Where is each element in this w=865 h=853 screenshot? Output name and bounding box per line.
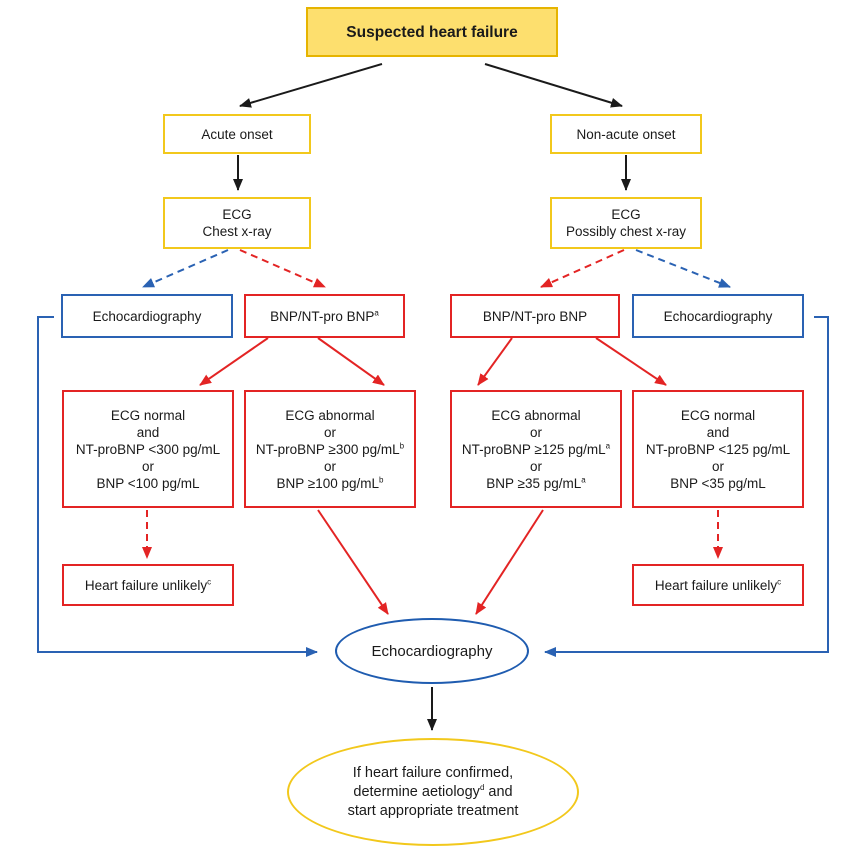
nonacute-normal-line-4: or <box>711 458 724 474</box>
nonacute-normal-line-1: ECG normal <box>680 407 756 423</box>
node-acute-normal: ECG normal and NT-proBNP <300 pg/mL or B… <box>62 390 234 508</box>
footnote-a: a <box>605 441 611 450</box>
final-line-3: start appropriate treatment <box>347 802 519 819</box>
arrow-acute-bnp-to-normal <box>199 337 269 386</box>
footnote-a: a <box>581 475 586 484</box>
nonacute-abnormal-line-4: or <box>529 458 542 474</box>
footnote-a: a <box>374 308 379 317</box>
final-line-2-text: determine aetiology <box>353 783 480 800</box>
acute-abnormal-line-1: ECG abnormal <box>285 407 375 423</box>
nonacute-abnormal-line-3: NT-proBNP ≥125 pg/mLa <box>462 441 610 458</box>
node-nonacute-ecg: ECG Possibly chest x-ray <box>550 197 702 249</box>
node-acute-bnp-line: BNP/NT-pro BNPa <box>270 308 379 325</box>
node-nonacute-onset-label: Non-acute onset <box>576 126 676 142</box>
acute-abnormal-line-3-text: NT-proBNP ≥300 pg/mL <box>255 441 400 457</box>
acute-normal-line-1: ECG normal <box>110 407 186 423</box>
acute-normal-line-3: NT-proBNP <300 pg/mL <box>75 441 221 457</box>
nonacute-abnormal-line-2: or <box>529 424 542 440</box>
node-nonacute-echocardiography: Echocardiography <box>632 294 804 338</box>
node-acute-echo-label: Echocardiography <box>92 308 202 324</box>
final-line-2: determine aetiologyd and <box>353 783 512 802</box>
arrow-start-to-acute <box>239 63 383 108</box>
node-nonacute-normal: ECG normal and NT-proBNP <125 pg/mL or B… <box>632 390 804 508</box>
node-acute-onset-label: Acute onset <box>201 126 273 142</box>
node-acute-bnp-label: BNP/NT-pro BNP <box>270 308 375 324</box>
node-acute-echocardiography: Echocardiography <box>61 294 233 338</box>
node-nonacute-onset: Non-acute onset <box>550 114 702 154</box>
node-nonacute-bnp: BNP/NT-pro BNP <box>450 294 620 338</box>
node-acute-onset: Acute onset <box>163 114 311 154</box>
node-nonacute-ecg-line-1: ECG <box>611 207 641 222</box>
arrow-acute-abnormal-to-echo <box>317 509 389 615</box>
arrow-acute-echo-to-central <box>37 316 318 657</box>
node-start-label: Suspected heart failure <box>346 23 518 41</box>
node-acute-ecg-line-1: ECG <box>222 207 252 222</box>
footnote-b: b <box>399 441 405 450</box>
footnote-b: b <box>379 475 384 484</box>
nonacute-normal-line-5: BNP <35 pg/mL <box>670 475 766 491</box>
arrow-nonacute-echo-to-central <box>544 316 829 657</box>
node-acute-ecg-line-2: Chest x-ray <box>202 224 272 239</box>
nonacute-normal-line-2: and <box>706 424 730 440</box>
arrow-acute-ecg-to-bnp <box>239 249 326 288</box>
node-nonacute-echo-label: Echocardiography <box>663 308 773 324</box>
final-line-2-tail: and <box>484 783 513 800</box>
node-suspected-heart-failure: Suspected heart failure <box>306 7 558 57</box>
node-acute-bnp: BNP/NT-pro BNPa <box>244 294 405 338</box>
arrow-nonacute-ecg-to-bnp <box>540 249 625 288</box>
node-nonacute-ecg-line-2: Possibly chest x-ray <box>565 224 687 239</box>
node-final-outcome: If heart failure confirmed, determine ae… <box>287 738 579 846</box>
node-nonacute-abnormal: ECG abnormal or NT-proBNP ≥125 pg/mLa or… <box>450 390 622 508</box>
acute-abnormal-line-4: or <box>323 458 336 474</box>
node-acute-ecg: ECG Chest x-ray <box>163 197 311 249</box>
arrow-nonacute-abnormal-to-echo <box>475 509 544 615</box>
nonacute-abnormal-line-5-text: BNP ≥35 pg/mL <box>486 475 582 491</box>
arrow-nonacute-bnp-to-normal <box>595 337 667 386</box>
node-nonacute-bnp-label: BNP/NT-pro BNP <box>482 308 588 324</box>
node-nonacute-unlikely: Heart failure unlikelyc <box>632 564 804 606</box>
node-central-echo-label: Echocardiography <box>371 642 493 660</box>
arrow-start-to-nonacute <box>484 63 623 108</box>
nonacute-abnormal-line-5: BNP ≥35 pg/mLa <box>486 475 585 492</box>
nonacute-abnormal-line-1: ECG abnormal <box>491 407 581 423</box>
acute-normal-line-4: or <box>141 458 154 474</box>
final-line-1: If heart failure confirmed, <box>352 764 514 781</box>
node-acute-abnormal: ECG abnormal or NT-proBNP ≥300 pg/mLb or… <box>244 390 416 508</box>
acute-normal-line-5: BNP <100 pg/mL <box>96 475 200 491</box>
node-central-echocardiography: Echocardiography <box>335 618 529 684</box>
nonacute-normal-line-3: NT-proBNP <125 pg/mL <box>645 441 791 457</box>
node-nonacute-unlikely-label: Heart failure unlikely <box>654 577 778 593</box>
acute-abnormal-line-5: BNP ≥100 pg/mLb <box>277 475 384 492</box>
footnote-c: c <box>777 577 782 586</box>
arrow-acute-bnp-to-abnormal <box>317 337 385 386</box>
footnote-d: d <box>479 782 485 792</box>
acute-abnormal-line-2: or <box>323 424 336 440</box>
arrow-nonacute-bnp-to-abnormal <box>477 337 513 386</box>
acute-abnormal-line-3: NT-proBNP ≥300 pg/mLb <box>256 441 404 458</box>
node-nonacute-unlikely-line: Heart failure unlikelyc <box>655 577 781 594</box>
arrow-acute-ecg-to-echo <box>142 249 229 288</box>
node-acute-unlikely: Heart failure unlikelyc <box>62 564 234 606</box>
footnote-c: c <box>207 577 212 586</box>
acute-normal-line-2: and <box>136 424 160 440</box>
acute-abnormal-line-5-text: BNP ≥100 pg/mL <box>276 475 380 491</box>
node-acute-unlikely-label: Heart failure unlikely <box>84 577 208 593</box>
nonacute-abnormal-line-3-text: NT-proBNP ≥125 pg/mL <box>461 441 606 457</box>
node-acute-unlikely-line: Heart failure unlikelyc <box>85 577 211 594</box>
arrow-nonacute-ecg-to-echo <box>635 249 731 288</box>
